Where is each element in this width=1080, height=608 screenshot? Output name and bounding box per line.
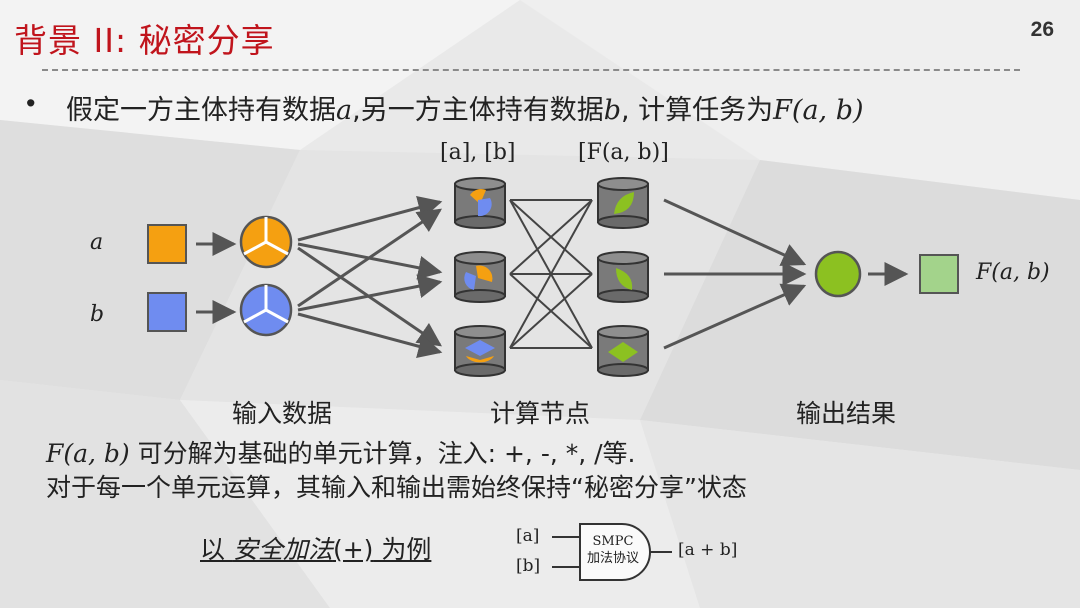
smpc-gate (552, 523, 672, 581)
bullet-text: 假定一方主体持有数据a,另一方主体持有数据b, 计算任务为F(a, b) (66, 88, 864, 127)
section-output-label: 输出结果 (796, 399, 897, 428)
slide-title: 背景 II: 秘密分享 (14, 21, 275, 60)
input-b-label: b (90, 302, 105, 327)
page-number: 26 (1030, 18, 1054, 41)
bullet-var-a: a (336, 95, 353, 126)
bullet-func: F(a, b) (773, 95, 864, 126)
result-node-2 (597, 251, 649, 303)
compute-node-2 (454, 251, 506, 303)
input-a-square (147, 224, 187, 264)
gate-title: SMPC (592, 534, 634, 549)
gate-input-a: [a] (516, 526, 540, 546)
gate-subtitle: 加法协议 (586, 551, 639, 566)
example-term: 安全加法 (232, 535, 333, 564)
gate-output: [a + b] (678, 540, 738, 560)
example-prefix: 以 (200, 535, 233, 564)
bullet-suffix: , 计算任务为 (621, 95, 774, 126)
example-heading: 以 安全加法(+) 为例 (200, 530, 431, 566)
description-line-1-text: 可分解为基础的单元计算，注入: +, -, *, /等. (129, 439, 636, 468)
result-shares-label: [F(a, b)] (578, 140, 669, 165)
output-label: F(a, b) (976, 260, 1050, 285)
input-a-label: a (90, 230, 104, 255)
compute-node-1 (454, 177, 506, 229)
result-node-3 (597, 325, 649, 377)
result-node-1 (597, 177, 649, 229)
output-circle (814, 250, 862, 298)
bullet-prefix: 假定一方主体持有数据 (66, 95, 336, 126)
section-compute-label: 计算节点 (490, 399, 591, 428)
description-line-2: 对于每一个单元运算，其输入和输出需始终保持“秘密分享”状态 (46, 473, 747, 502)
bullet-var-b: b (603, 95, 621, 126)
section-input-label: 输入数据 (232, 399, 333, 428)
gate-input-b: [b] (516, 556, 541, 576)
description-line-1: F(a, b) 可分解为基础的单元计算，注入: +, -, *, /等. (46, 434, 636, 470)
description-func: F(a, b) (46, 439, 130, 468)
split-circle-a (239, 215, 293, 269)
example-op: (+) (332, 535, 374, 564)
compute-node-3 (454, 325, 506, 377)
input-b-square (147, 292, 187, 332)
bullet-marker: • (26, 88, 36, 118)
output-square (919, 254, 959, 294)
title-divider (42, 69, 1020, 71)
bullet-middle: ,另一方主体持有数据 (352, 95, 604, 126)
example-suffix: 为例 (373, 535, 432, 564)
shares-label: [a], [b] (440, 140, 516, 165)
split-circle-b (239, 283, 293, 337)
